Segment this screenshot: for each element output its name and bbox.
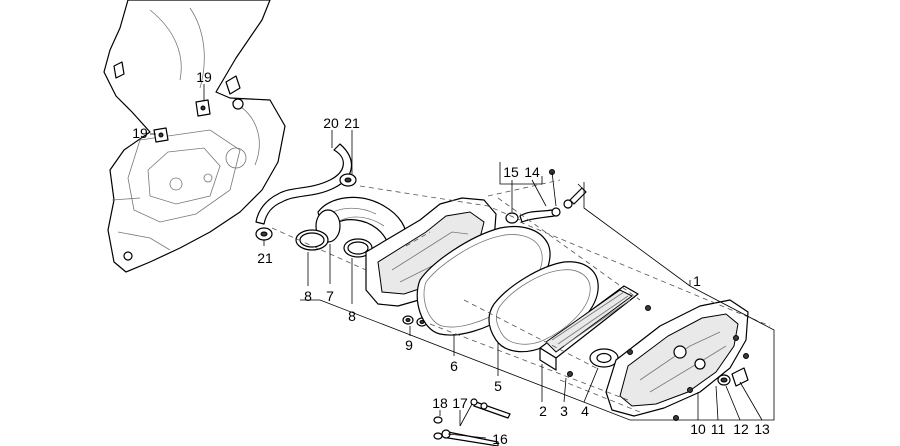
callout-4: 4 bbox=[581, 403, 589, 419]
callout-8-left: 8 bbox=[304, 288, 312, 304]
callout-13: 13 bbox=[754, 421, 770, 437]
clip-19-upper bbox=[195, 99, 211, 117]
seal-ring-4 bbox=[589, 348, 619, 368]
callout-5: 5 bbox=[494, 378, 502, 394]
grommet-9 bbox=[402, 315, 428, 327]
callout-14: 14 bbox=[524, 164, 540, 180]
breather-hose-20 bbox=[255, 143, 353, 225]
hose-clamp-21-lower bbox=[255, 227, 273, 241]
callout-19-lower: 19 bbox=[132, 125, 148, 141]
callouts: 19 19 20 21 21 15 14 1 8 7 8 9 6 5 2 3 4… bbox=[132, 69, 770, 446]
callout-8-right: 8 bbox=[348, 308, 356, 324]
bolt-16 bbox=[441, 429, 499, 446]
callout-16: 16 bbox=[492, 431, 508, 446]
callout-2: 2 bbox=[539, 403, 547, 419]
callout-11: 11 bbox=[711, 421, 726, 437]
air-box-cover bbox=[605, 299, 749, 417]
drain-cap-13 bbox=[731, 367, 749, 387]
callout-1: 1 bbox=[693, 273, 701, 289]
hose-clamp-8-left bbox=[295, 229, 329, 251]
callout-17: 17 bbox=[452, 395, 468, 411]
air-filter-element bbox=[539, 285, 639, 371]
callout-7: 7 bbox=[326, 288, 334, 304]
washer-18 bbox=[433, 416, 443, 440]
callout-21-lower: 21 bbox=[257, 250, 273, 266]
callout-15: 15 bbox=[503, 164, 519, 180]
callout-3: 3 bbox=[560, 403, 568, 419]
leader-lines bbox=[150, 84, 775, 439]
hose-clamp-8-right bbox=[343, 238, 373, 258]
callout-20: 20 bbox=[323, 115, 339, 131]
callout-12: 12 bbox=[733, 421, 749, 437]
engine-crankcase bbox=[103, 0, 286, 273]
callout-6: 6 bbox=[450, 358, 458, 374]
callout-9: 9 bbox=[405, 337, 413, 353]
bolt-17 bbox=[470, 398, 511, 419]
callout-19-upper: 19 bbox=[196, 69, 212, 85]
callout-18: 18 bbox=[432, 395, 448, 411]
assembly-lines bbox=[271, 179, 771, 413]
hose-clamp-15 bbox=[505, 212, 519, 224]
clip-19-lower bbox=[153, 127, 169, 143]
cover-screws bbox=[567, 305, 749, 421]
hose-clamp-21-upper bbox=[339, 173, 357, 187]
callout-10: 10 bbox=[690, 421, 706, 437]
callout-21-upper: 21 bbox=[344, 115, 360, 131]
drain-plug-12 bbox=[717, 374, 731, 386]
